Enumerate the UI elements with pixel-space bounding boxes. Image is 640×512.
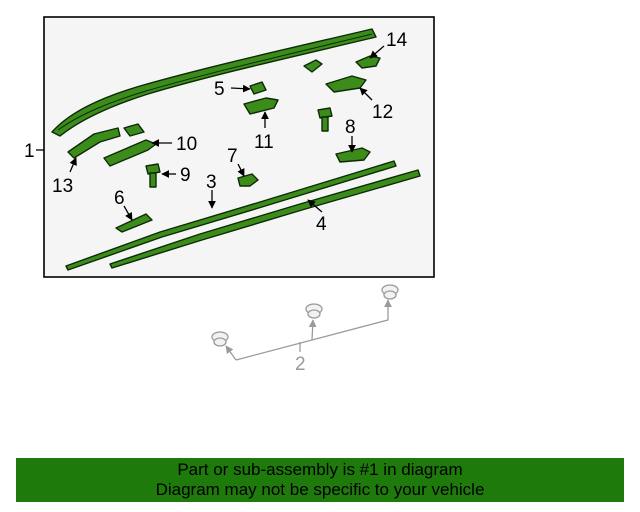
callout-1[interactable]: 1: [24, 141, 35, 162]
part-6[interactable]: [115, 213, 153, 233]
callout-6[interactable]: 6: [114, 188, 125, 209]
callout-7[interactable]: 7: [227, 146, 238, 167]
part-8[interactable]: [335, 147, 371, 163]
part-11[interactable]: [243, 97, 279, 115]
callout-7-leader: [237, 163, 245, 177]
clip-middle: [305, 303, 323, 319]
part-14[interactable]: [303, 55, 381, 73]
callout-12-leader: [359, 87, 373, 101]
callout-6-leader: [123, 205, 133, 221]
callout-14-leader: [369, 45, 385, 59]
part-12[interactable]: [325, 75, 367, 93]
callout-11[interactable]: 11: [254, 132, 274, 153]
part-4-molding[interactable]: [109, 169, 421, 269]
callout-8[interactable]: 8: [345, 117, 356, 138]
part-7[interactable]: [237, 173, 259, 187]
callout-10[interactable]: 10: [176, 134, 197, 155]
callout-3[interactable]: 3: [206, 172, 217, 193]
callout-14[interactable]: 14: [386, 30, 408, 51]
bolt[interactable]: [317, 107, 333, 132]
callout-2[interactable]: 2: [295, 354, 306, 375]
callout-4-leader: [307, 199, 323, 213]
callout-2-leaders: [225, 299, 392, 361]
sub-assembly-notice-banner: Part or sub-assembly is #1 in diagram Di…: [16, 458, 624, 502]
callout-12[interactable]: 12: [372, 102, 393, 123]
part-10[interactable]: [103, 139, 157, 167]
banner-line-2: Diagram may not be specific to your vehi…: [155, 480, 485, 499]
callout-13[interactable]: 13: [52, 176, 73, 197]
callout-5-leader: [230, 84, 251, 93]
clip-right: [381, 284, 399, 300]
callout-13-leader: [69, 157, 77, 173]
roof-rail-part[interactable]: [51, 28, 377, 137]
banner-line-1: Part or sub-assembly is #1 in diagram: [177, 460, 463, 479]
callout-9[interactable]: 9: [180, 165, 191, 186]
clip-left: [211, 331, 229, 347]
part-5[interactable]: [249, 81, 267, 95]
part-9[interactable]: [145, 163, 161, 188]
assembly-frame: [43, 16, 435, 278]
part-3-molding[interactable]: [65, 160, 397, 271]
callout-4[interactable]: 4: [316, 214, 327, 235]
parts-diagram: 1 14 12 5 11 8 13: [24, 16, 435, 375]
part-2-clips[interactable]: [211, 284, 399, 347]
callout-5[interactable]: 5: [214, 79, 225, 100]
